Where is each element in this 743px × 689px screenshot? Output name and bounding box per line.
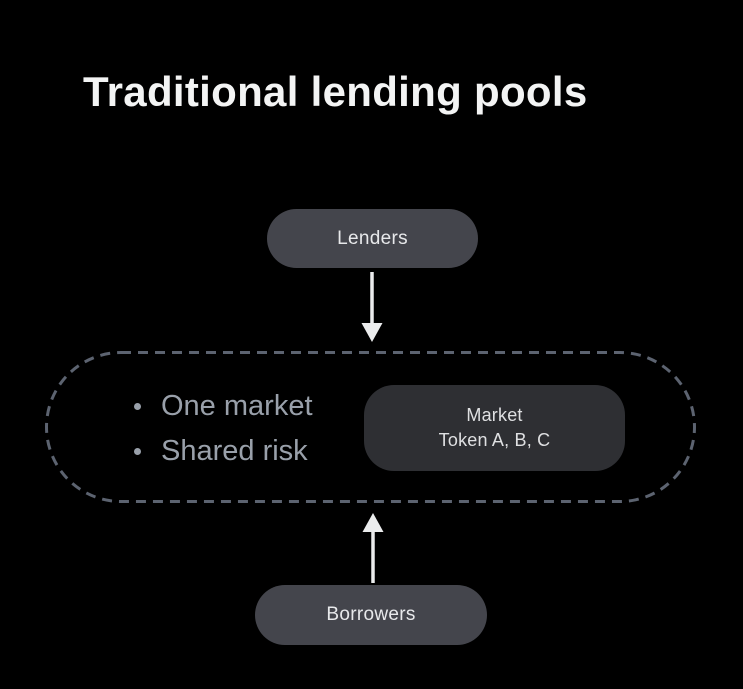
pool-dashed-outline [45, 351, 696, 503]
up-arrow-icon [358, 512, 388, 584]
market-node: Market Token A, B, C [364, 385, 625, 471]
bullet-shared-risk: Shared risk [161, 435, 308, 467]
page-title: Traditional lending pools [83, 68, 588, 115]
down-arrow-icon [357, 272, 387, 344]
lenders-node: Lenders [267, 209, 478, 268]
borrowers-label: Borrowers [326, 604, 416, 625]
borrowers-node: Borrowers [255, 585, 487, 645]
list-item: Shared risk [134, 435, 313, 467]
list-item: One market [134, 390, 313, 422]
bullet-dot-icon [134, 448, 141, 455]
bullet-dot-icon [134, 403, 141, 410]
market-label: Market [466, 405, 523, 425]
bullet-one-market: One market [161, 390, 313, 422]
market-tokens-label: Token A, B, C [438, 430, 551, 450]
lenders-label: Lenders [337, 227, 408, 249]
pool-bullet-list: One market Shared risk [134, 390, 313, 481]
